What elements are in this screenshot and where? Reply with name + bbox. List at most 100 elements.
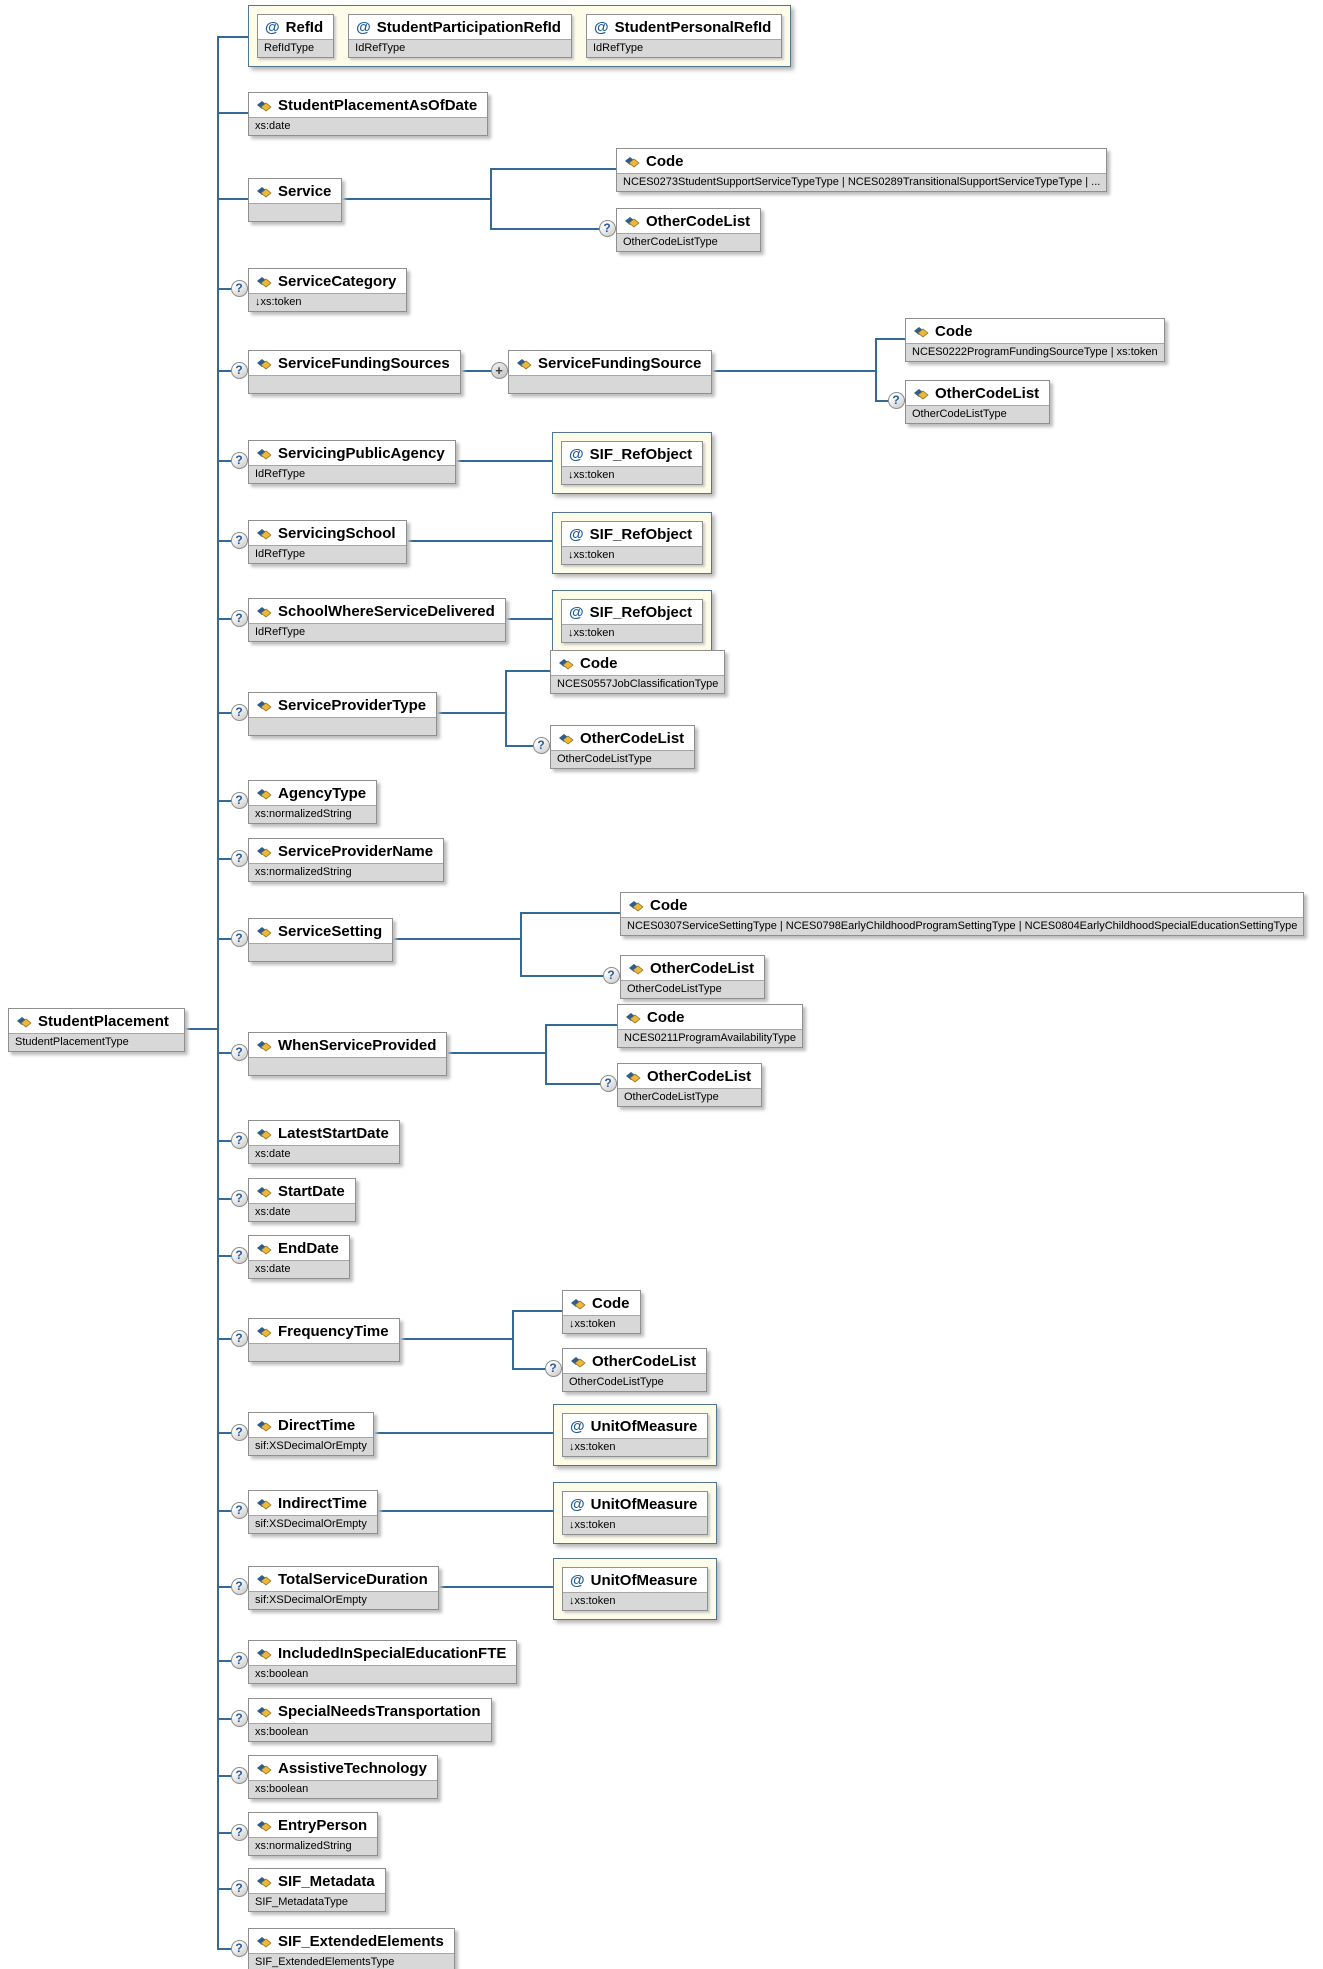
element-icon bbox=[570, 1356, 586, 1368]
attribute-node-IndirectTime.UnitOfMeasure[interactable]: @UnitOfMeasure↓xs:token bbox=[562, 1491, 709, 1535]
node-type: RefIdType bbox=[258, 39, 334, 57]
node-name-row: IndirectTime bbox=[249, 1491, 377, 1515]
node-label: TotalServiceDuration bbox=[278, 1571, 428, 1588]
element-icon bbox=[256, 1648, 272, 1660]
node-type bbox=[249, 375, 460, 393]
element-icon bbox=[570, 1298, 586, 1310]
node-name-row: ServiceProviderName bbox=[249, 839, 444, 863]
connector-line bbox=[490, 168, 492, 228]
element-icon bbox=[256, 1326, 272, 1338]
element-icon bbox=[16, 1016, 32, 1028]
connector-line bbox=[520, 912, 522, 975]
attribute-node-SchoolWhereServiceDelivered.SIF_RefObject[interactable]: @SIF_RefObject↓xs:token bbox=[561, 599, 704, 643]
node-label: UnitOfMeasure bbox=[590, 1496, 698, 1513]
node-type: xs:boolean bbox=[249, 1665, 517, 1683]
node-type: NCES0557JobClassificationType bbox=[551, 675, 725, 693]
attribute-node-ServicingPublicAgency.SIF_RefObject[interactable]: @SIF_RefObject↓xs:token bbox=[561, 441, 704, 485]
node-label: ServiceProviderType bbox=[278, 697, 427, 714]
element-node-FrequencyTime[interactable]: FrequencyTime bbox=[248, 1318, 400, 1362]
node-name-row: StartDate bbox=[249, 1179, 355, 1203]
element-node-ServiceFundingSources[interactable]: ServiceFundingSources bbox=[248, 350, 461, 394]
node-label: LatestStartDate bbox=[278, 1125, 389, 1142]
node-type: xs:date bbox=[249, 1260, 349, 1278]
node-name-row: OtherCodeList bbox=[621, 956, 765, 980]
optional-indicator-icon: ? bbox=[887, 391, 905, 409]
node-name-row: ServiceProviderType bbox=[249, 693, 437, 717]
node-type: NCES0307ServiceSettingType | NCES0798Ear… bbox=[621, 917, 1304, 935]
connector-line bbox=[300, 540, 552, 542]
node-name-row: StudentPlacement bbox=[9, 1009, 184, 1033]
optional-indicator-icon: ? bbox=[230, 929, 248, 947]
optional-indicator-icon: ? bbox=[230, 1879, 248, 1897]
element-node-TotalServiceDuration[interactable]: TotalServiceDuration sif:XSDecimalOrEmpty bbox=[248, 1566, 439, 1610]
element-node-FrequencyTime.Code[interactable]: Code↓xs:token bbox=[562, 1290, 641, 1334]
element-node-ServiceFundingSource[interactable]: ServiceFundingSource bbox=[508, 350, 713, 394]
node-type: sif:XSDecimalOrEmpty bbox=[249, 1591, 438, 1609]
element-node-WhenServiceProvided[interactable]: WhenServiceProvided bbox=[248, 1032, 448, 1076]
node-name-row: TotalServiceDuration bbox=[249, 1567, 438, 1591]
element-node-ServiceCategory[interactable]: ServiceCategory↓xs:token bbox=[248, 268, 408, 312]
node-name-row: ServiceFundingSources bbox=[249, 351, 460, 375]
node-label: StudentPlacement bbox=[38, 1013, 169, 1030]
element-node-ServiceSetting[interactable]: ServiceSetting bbox=[248, 918, 394, 962]
node-type: ↓xs:token bbox=[563, 1516, 708, 1534]
connector-line bbox=[520, 912, 620, 914]
node-type bbox=[249, 1057, 447, 1075]
element-icon bbox=[256, 100, 272, 112]
node-label: RefId bbox=[285, 19, 324, 36]
node-name-row: Code bbox=[618, 1005, 803, 1029]
attribute-node-TotalServiceDuration.UnitOfMeasure[interactable]: @UnitOfMeasure↓xs:token bbox=[562, 1567, 709, 1611]
optional-indicator-icon: ? bbox=[230, 1709, 248, 1727]
element-node-ServiceProviderType[interactable]: ServiceProviderType bbox=[248, 692, 438, 736]
node-name-row: OtherCodeList bbox=[617, 209, 761, 233]
node-label: SchoolWhereServiceDelivered bbox=[278, 603, 495, 620]
node-name-row: Code bbox=[621, 893, 1304, 917]
optional-indicator-icon: ? bbox=[230, 703, 248, 721]
attribute-node-ServicingSchool.SIF_RefObject[interactable]: @SIF_RefObject↓xs:token bbox=[561, 521, 704, 565]
node-type: xs:normalizedString bbox=[249, 863, 444, 881]
node-name-row: ServiceFundingSource bbox=[509, 351, 712, 375]
node-label: SpecialNeedsTransportation bbox=[278, 1703, 481, 1720]
attribute-node-DirectTime.UnitOfMeasure[interactable]: @UnitOfMeasure↓xs:token bbox=[562, 1413, 709, 1457]
optional-indicator-icon: ? bbox=[599, 1074, 617, 1092]
optional-indicator-icon: ? bbox=[230, 1246, 248, 1264]
optional-indicator-icon: ? bbox=[230, 531, 248, 549]
node-label: FrequencyTime bbox=[278, 1323, 389, 1340]
connector-line bbox=[545, 1024, 617, 1026]
attribute-group: @SIF_RefObject↓xs:token bbox=[552, 512, 713, 574]
connector-line bbox=[217, 198, 248, 200]
element-node-Service[interactable]: Service bbox=[248, 178, 343, 222]
